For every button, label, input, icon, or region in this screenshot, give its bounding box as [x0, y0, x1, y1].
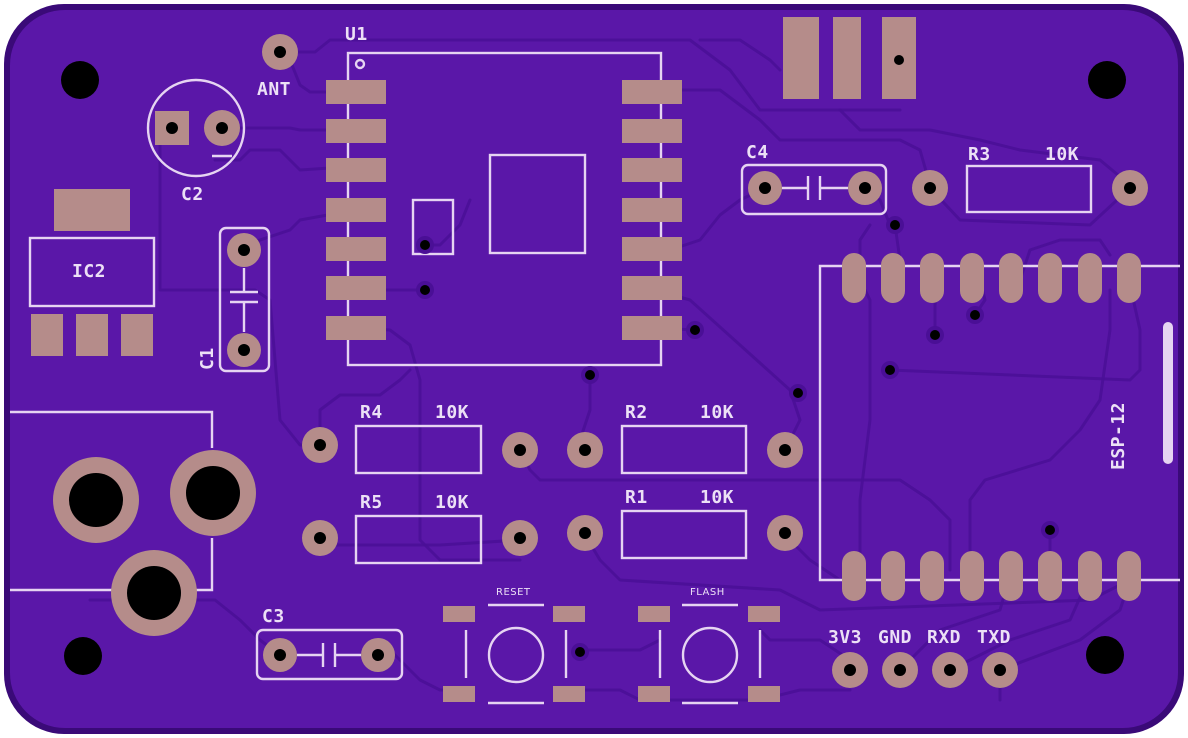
r5-value: 10K [435, 492, 469, 513]
u1-pin1-marker [354, 58, 366, 70]
dc-jack-outline-bottom [10, 538, 214, 592]
c3-capacitor: C3 [255, 606, 404, 681]
pin-gnd-label: GND [878, 627, 912, 648]
ant-label: ANT [257, 79, 291, 100]
pin-txd-label: TXD [977, 627, 1011, 648]
c4-outline [740, 163, 888, 216]
c4-capacitor: C4 [740, 142, 888, 216]
mounting-hole-bottom-left [64, 637, 102, 675]
r1-value: 10K [700, 487, 734, 508]
pin-3v3-label: 3V3 [828, 627, 862, 648]
ic2-outline [28, 236, 156, 308]
r3-label: R3 [968, 144, 991, 165]
r3-resistor: R3 10K [912, 144, 1148, 214]
r3-outline [965, 164, 1093, 214]
c4-label: C4 [746, 142, 769, 163]
reset-button[interactable]: RESET [443, 587, 585, 705]
r5-outline [354, 514, 483, 565]
mounting-hole-bottom-right [1086, 636, 1124, 674]
r5-resistor: R5 10K [302, 492, 538, 565]
vias [416, 216, 1059, 661]
antenna-pad: ANT [257, 34, 298, 100]
ic2-regulator: IC2 [28, 189, 156, 356]
r2-outline [620, 424, 748, 475]
copper-traces [88, 38, 1142, 702]
serial-header: 3V3 GND RXD TXD [828, 627, 1018, 688]
u1-left-pads [326, 80, 386, 340]
c2-outline [146, 78, 246, 178]
esp12-label: ESP-12 [1108, 402, 1129, 470]
c3-label: C3 [262, 606, 285, 627]
mounting-hole-top-right [1088, 61, 1126, 99]
r2-value: 10K [700, 402, 734, 423]
esp12-top-pads [842, 253, 1141, 303]
mounting-holes [61, 61, 1126, 675]
c2-capacitor: C2 [146, 78, 246, 205]
u1-crystal-outline [411, 198, 455, 256]
r4-resistor: R4 10K [302, 402, 538, 475]
u1-module: U1 [326, 24, 682, 367]
c1-label: C1 [197, 347, 218, 370]
r4-outline [354, 424, 483, 475]
esp12-antenna-mark [1163, 322, 1173, 464]
c1-capacitor: C1 [197, 226, 271, 373]
c2-label: C2 [181, 184, 204, 205]
top-connector-pads [783, 17, 916, 99]
pin-rxd-label: RXD [927, 627, 961, 648]
c3-outline [255, 628, 404, 681]
flash-label: FLASH [690, 587, 725, 598]
r4-label: R4 [360, 402, 383, 423]
r1-label: R1 [625, 487, 648, 508]
r2-resistor: R2 10K [567, 402, 803, 475]
u1-chip-outline [488, 153, 587, 255]
r4-value: 10K [435, 402, 469, 423]
u1-label: U1 [345, 24, 368, 45]
r1-outline [620, 509, 748, 560]
mounting-hole-top-left [61, 61, 99, 99]
dc-jack-outline-top [10, 410, 214, 448]
esp12-module: ESP-12 [818, 253, 1180, 601]
dc-jack [10, 410, 256, 636]
r2-label: R2 [625, 402, 648, 423]
r1-resistor: R1 10K [567, 487, 803, 560]
reset-label: RESET [496, 587, 531, 598]
u1-right-pads [622, 80, 682, 340]
r3-value: 10K [1045, 144, 1079, 165]
c1-outline [218, 226, 271, 373]
r5-label: R5 [360, 492, 383, 513]
flash-button[interactable]: FLASH [638, 587, 780, 705]
esp12-bottom-pads [842, 551, 1141, 601]
ic2-label: IC2 [72, 261, 106, 282]
